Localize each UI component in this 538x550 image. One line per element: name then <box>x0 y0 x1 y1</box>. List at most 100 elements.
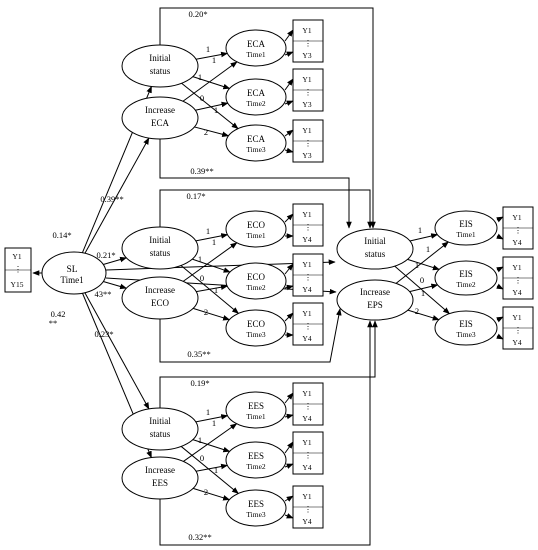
eis-time1-node <box>434 210 498 246</box>
ees-increase-to-time3 <box>192 487 231 501</box>
ees-time2-node <box>225 441 287 479</box>
ees-time2-label: EES <box>248 451 264 461</box>
ees-time2-indicators-dots: ⋮ <box>304 451 312 460</box>
eco-initial-to-eps-path <box>159 189 373 229</box>
ees-initial-to-time2 <box>192 439 231 453</box>
ees-time2-indicators-first: Y1 <box>302 438 311 447</box>
eco-time1-indicators-first: Y1 <box>302 210 311 219</box>
eca-time1-node <box>225 29 287 67</box>
sl-label-line2: Time1 <box>60 275 83 285</box>
ees-initial-to-time1 <box>195 414 229 423</box>
ees-loading-inc-1: 0 <box>200 453 204 463</box>
eco-loading-inc-3: 2 <box>204 307 208 317</box>
eca-increase-to-time3 <box>194 126 230 137</box>
ees-time1-label: EES <box>248 401 264 411</box>
eca-time2-indicators-first: Y1 <box>302 75 311 84</box>
ees-time1-indicators-last: Y4 <box>302 414 311 423</box>
eis-time3-label: EIS <box>459 319 473 329</box>
ees-time3-indicators-first: Y1 <box>302 492 311 501</box>
eco-increase-to-eps-path <box>159 308 342 363</box>
eps-initial-to-eis-time3 <box>394 265 450 315</box>
eca-time1-indicators-last: Y3 <box>302 51 311 60</box>
sl-coef-ees-increase: 0.23* <box>94 329 113 339</box>
eis-time2-node <box>434 260 498 296</box>
eca-time2-to-ind-top <box>284 78 294 91</box>
eca-increase-to-eps-path <box>159 139 352 229</box>
eis-time3-indicators-last: Y4 <box>512 338 521 347</box>
eis-time1-time: Time1 <box>456 230 476 239</box>
sl-coef-ees-initial: 0.42 <box>51 309 66 319</box>
ees-time1-time: Time1 <box>246 412 266 421</box>
eca-time3-time: Time3 <box>246 145 266 154</box>
ees-time3-label: EES <box>248 499 264 509</box>
eca-increase-to-time1 <box>182 61 238 102</box>
eca-time3-to-ind-bottom <box>284 147 294 154</box>
eis-time1-label: EIS <box>459 219 473 229</box>
eco-time2-to-ind-bottom <box>284 284 294 291</box>
eco-time3-indicators-last: Y4 <box>302 334 311 343</box>
eco-loading-init-2: 1 <box>212 237 216 247</box>
ees-time3-to-ind-bottom <box>284 513 294 519</box>
eps-initial-to-eis-time2 <box>407 258 440 271</box>
ees-time2-indicators-last: Y4 <box>302 463 311 472</box>
ees-loading-inc-2: 1 <box>214 465 218 475</box>
ees-initial-to-eps-coef: 0.19* <box>190 378 209 388</box>
eps-initial-to-eis-time1 <box>409 233 439 242</box>
eps-loading-init-3: 1 <box>415 260 419 270</box>
eco-time1-indicators-last: Y4 <box>302 235 311 244</box>
ees-time3-indicators-last: Y4 <box>302 517 311 526</box>
ees-time1-to-ind-bottom <box>284 413 294 420</box>
eca-time2-node <box>225 78 287 116</box>
eco-time3-indicators-dots: ⋮ <box>304 322 312 331</box>
eis-time3-indicators-first: Y1 <box>512 313 521 322</box>
eca-increase-node <box>121 96 199 140</box>
eco-time2-indicators-last: Y4 <box>302 285 311 294</box>
ees-increase-to-eps-path <box>159 320 373 546</box>
eps-initial-label-2: status <box>365 249 386 259</box>
eca-initial-to-eps-coef: 0.20* <box>188 9 207 19</box>
sl-coef-eca-increase: 0.39** <box>100 194 123 204</box>
ees-increase-to-time2 <box>195 463 229 472</box>
eco-time2-node <box>225 262 287 300</box>
sl-indicator-dots: ⋮ <box>14 265 22 274</box>
eco-time2-indicators-first: Y1 <box>302 260 311 269</box>
eca-time2-to-ind-bottom <box>284 100 294 106</box>
eco-increase-node <box>121 276 199 320</box>
eis-time2-indicators-first: Y1 <box>512 263 521 272</box>
eca-increase-to-time2 <box>195 101 229 111</box>
sl-coef-eco-initial: 0.21* <box>96 250 115 260</box>
eps-increase-to-eis-time2 <box>409 283 439 293</box>
eca-time3-label: ECA <box>247 134 266 144</box>
ees-initial-label-2: status <box>150 429 171 439</box>
eca-time3-indicators-dots: ⋮ <box>304 139 312 148</box>
eco-time2-time: Time2 <box>246 283 266 292</box>
eco-initial-to-time1 <box>195 233 229 242</box>
eca-time1-to-ind-top <box>284 29 294 42</box>
eca-time3-indicators-last: Y3 <box>302 151 311 160</box>
eca-time1-indicators-first: Y1 <box>302 26 311 35</box>
eca-time1-label: ECA <box>247 39 266 49</box>
eco-loading-inc-2: 1 <box>214 285 218 295</box>
eps-loading-inc-3: 2 <box>415 306 419 316</box>
ees-increase-node <box>121 456 199 500</box>
eco-initial-to-time2 <box>192 258 231 273</box>
sl-to-growth-factor-2 <box>84 137 150 254</box>
eis-time1-indicators-last: Y4 <box>512 238 521 247</box>
eca-time3-indicators-first: Y1 <box>302 126 311 135</box>
eco-increase-label-1: Increase <box>145 285 175 295</box>
eca-loading-init-1: 1 <box>206 44 210 54</box>
eps-initial-label-1: Initial <box>364 236 386 246</box>
ees-initial-label-1: Initial <box>149 416 171 426</box>
eca-loading-inc-2: 1 <box>214 105 218 115</box>
eco-initial-label-1: Initial <box>149 235 171 245</box>
ees-time2-to-ind-top <box>284 441 294 454</box>
eps-increase-label-1: Increase <box>360 287 390 297</box>
eco-time1-time: Time1 <box>246 231 266 240</box>
ees-increase-to-eps-coef: 0.32** <box>188 532 211 542</box>
eca-loading-inc-1: 0 <box>200 93 204 103</box>
eco-time1-label: ECO <box>247 220 266 230</box>
eco-increase-label-2: ECO <box>151 298 170 308</box>
eca-time1-indicators-dots: ⋮ <box>304 39 312 48</box>
